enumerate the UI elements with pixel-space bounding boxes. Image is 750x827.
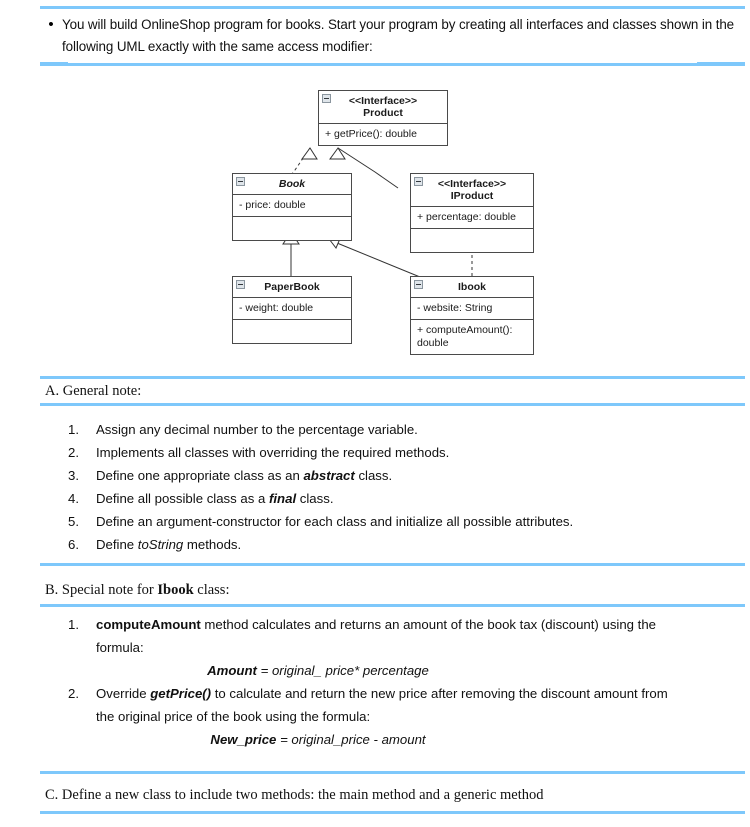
list-item: 3. Define one appropriate class as an ab… [68,464,688,487]
formula-new-price-rhs: = original_price - amount [276,732,426,747]
formula-new-price: New_price = original_price - amount [68,728,688,751]
list-number: 2. [68,445,79,460]
uml-diagram: Product : realization (dashed, hollow tr… [0,80,750,365]
list-text: Implements all classes with overriding t… [96,445,450,460]
list-text: Define an argument-constructor for each … [96,514,574,529]
bullet-glyph: • [48,16,54,33]
uml-class-product-name: Product [363,107,403,119]
list-item: 2. Override getPrice() to calculate and … [68,682,688,728]
section-b-heading: B. Special note for Ibook class: [45,582,229,599]
edge-iproduct-to-product [337,147,399,189]
minus-box-icon[interactable] [322,94,331,103]
formula-amount-rhs: = original_ price* percentage [256,663,429,678]
rule-section-c-bottom [40,811,745,814]
uml-class-book-header: Book [233,174,351,195]
list-item: 5. Define an argument-constructor for ea… [68,510,688,533]
rule-section-a-bottom [40,403,745,406]
uml-class-iproduct[interactable]: <<Interface>> IProduct + percentage: dou… [410,173,534,253]
list-number: 3. [68,468,79,483]
list-number: 5. [68,514,79,529]
minus-box-icon[interactable] [414,177,423,186]
list-number: 4. [68,491,79,506]
minus-box-icon[interactable] [236,280,245,289]
list-item: 2. Implements all classes with overridin… [68,441,688,464]
uml-class-product-stereotype: <<Interface>> [348,95,418,107]
minus-box-icon[interactable] [414,280,423,289]
list-text: Override getPrice() to calculate and ret… [96,686,668,724]
formula-amount-lhs: Amount [207,663,257,678]
uml-class-iproduct-name: IProduct [450,190,494,202]
rule-section-b-bottom [40,604,745,607]
section-a-heading: A. General note: [45,383,142,399]
intro-block: • You will build OnlineShop program for … [40,14,740,58]
uml-class-paperbook-attr-0: - weight: double [233,298,351,320]
list-text: Define one appropriate class as an abstr… [96,468,393,483]
minus-box-icon[interactable] [236,177,245,186]
uml-class-book[interactable]: Book - price: double [232,173,352,241]
list-text: Define all possible class as a final cla… [96,491,334,506]
section-c-heading: C. Define a new class to include two met… [45,787,544,803]
arrowhead-iproduct-to-product [329,147,346,160]
uml-class-book-attr-0: - price: double [233,195,351,217]
section-b-heading-post: class: [193,582,230,598]
uml-class-ibook-name: Ibook [458,281,486,293]
uml-class-ibook[interactable]: Ibook - website: String + computeAmount(… [410,276,534,355]
uml-class-ibook-header: Ibook [411,277,533,298]
uml-class-product-attr-0: + getPrice(): double [325,128,417,140]
formula-new-price-lhs: New_price [210,732,277,747]
uml-class-product-header: <<Interface>> Product [319,91,447,124]
formula-amount: Amount = original_ price* percentage [68,659,688,682]
list-item: 6. Define toString methods. [68,533,688,556]
uml-class-paperbook[interactable]: PaperBook - weight: double [232,276,352,344]
rule-section-c-top [40,771,745,774]
uml-class-iproduct-attr-0: + percentage: double [411,207,533,229]
section-b-list: 1. computeAmount method calculates and r… [68,613,688,751]
list-number: 6. [68,537,79,552]
section-b-heading-class: Ibook [157,582,194,598]
list-number: 2. [68,686,79,701]
list-item: 4. Define all possible class as a final … [68,487,688,510]
uml-class-book-name: Book [278,178,306,190]
uml-class-paperbook-header: PaperBook [233,277,351,298]
uml-class-ibook-op-0: + computeAmount(): double [417,324,513,349]
rule-after-intro [40,63,745,66]
uml-class-product[interactable]: <<Interface>> Product + getPrice(): doub… [318,90,448,146]
rule-after-intro-right-cap [697,62,745,66]
section-a-list: 1. Assign any decimal number to the perc… [68,418,688,556]
uml-class-book-ops [233,217,351,240]
arrowhead-book-to-product [301,147,318,160]
rule-section-b-top [40,563,745,566]
rule-top [40,6,745,9]
list-text: Assign any decimal number to the percent… [96,422,418,437]
rule-section-a-top [40,376,745,379]
list-text: computeAmount method calculates and retu… [96,617,657,655]
uml-class-paperbook-ops [233,320,351,343]
list-number: 1. [68,617,79,632]
section-b-heading-pre: B. Special note for [45,582,158,598]
list-item: 1. Assign any decimal number to the perc… [68,418,688,441]
intro-text: You will build OnlineShop program for bo… [62,17,735,54]
uml-class-ibook-attr-0: - website: String [411,298,533,320]
uml-class-iproduct-ops [411,229,533,252]
uml-class-paperbook-name: PaperBook [264,281,320,293]
uml-class-iproduct-stereotype: <<Interface>> [437,178,507,190]
list-text: Define toString methods. [96,537,242,552]
list-item: 1. computeAmount method calculates and r… [68,613,688,659]
list-number: 1. [68,422,79,437]
uml-class-iproduct-header: <<Interface>> IProduct [411,174,533,207]
rule-after-intro-left-cap [40,62,68,66]
